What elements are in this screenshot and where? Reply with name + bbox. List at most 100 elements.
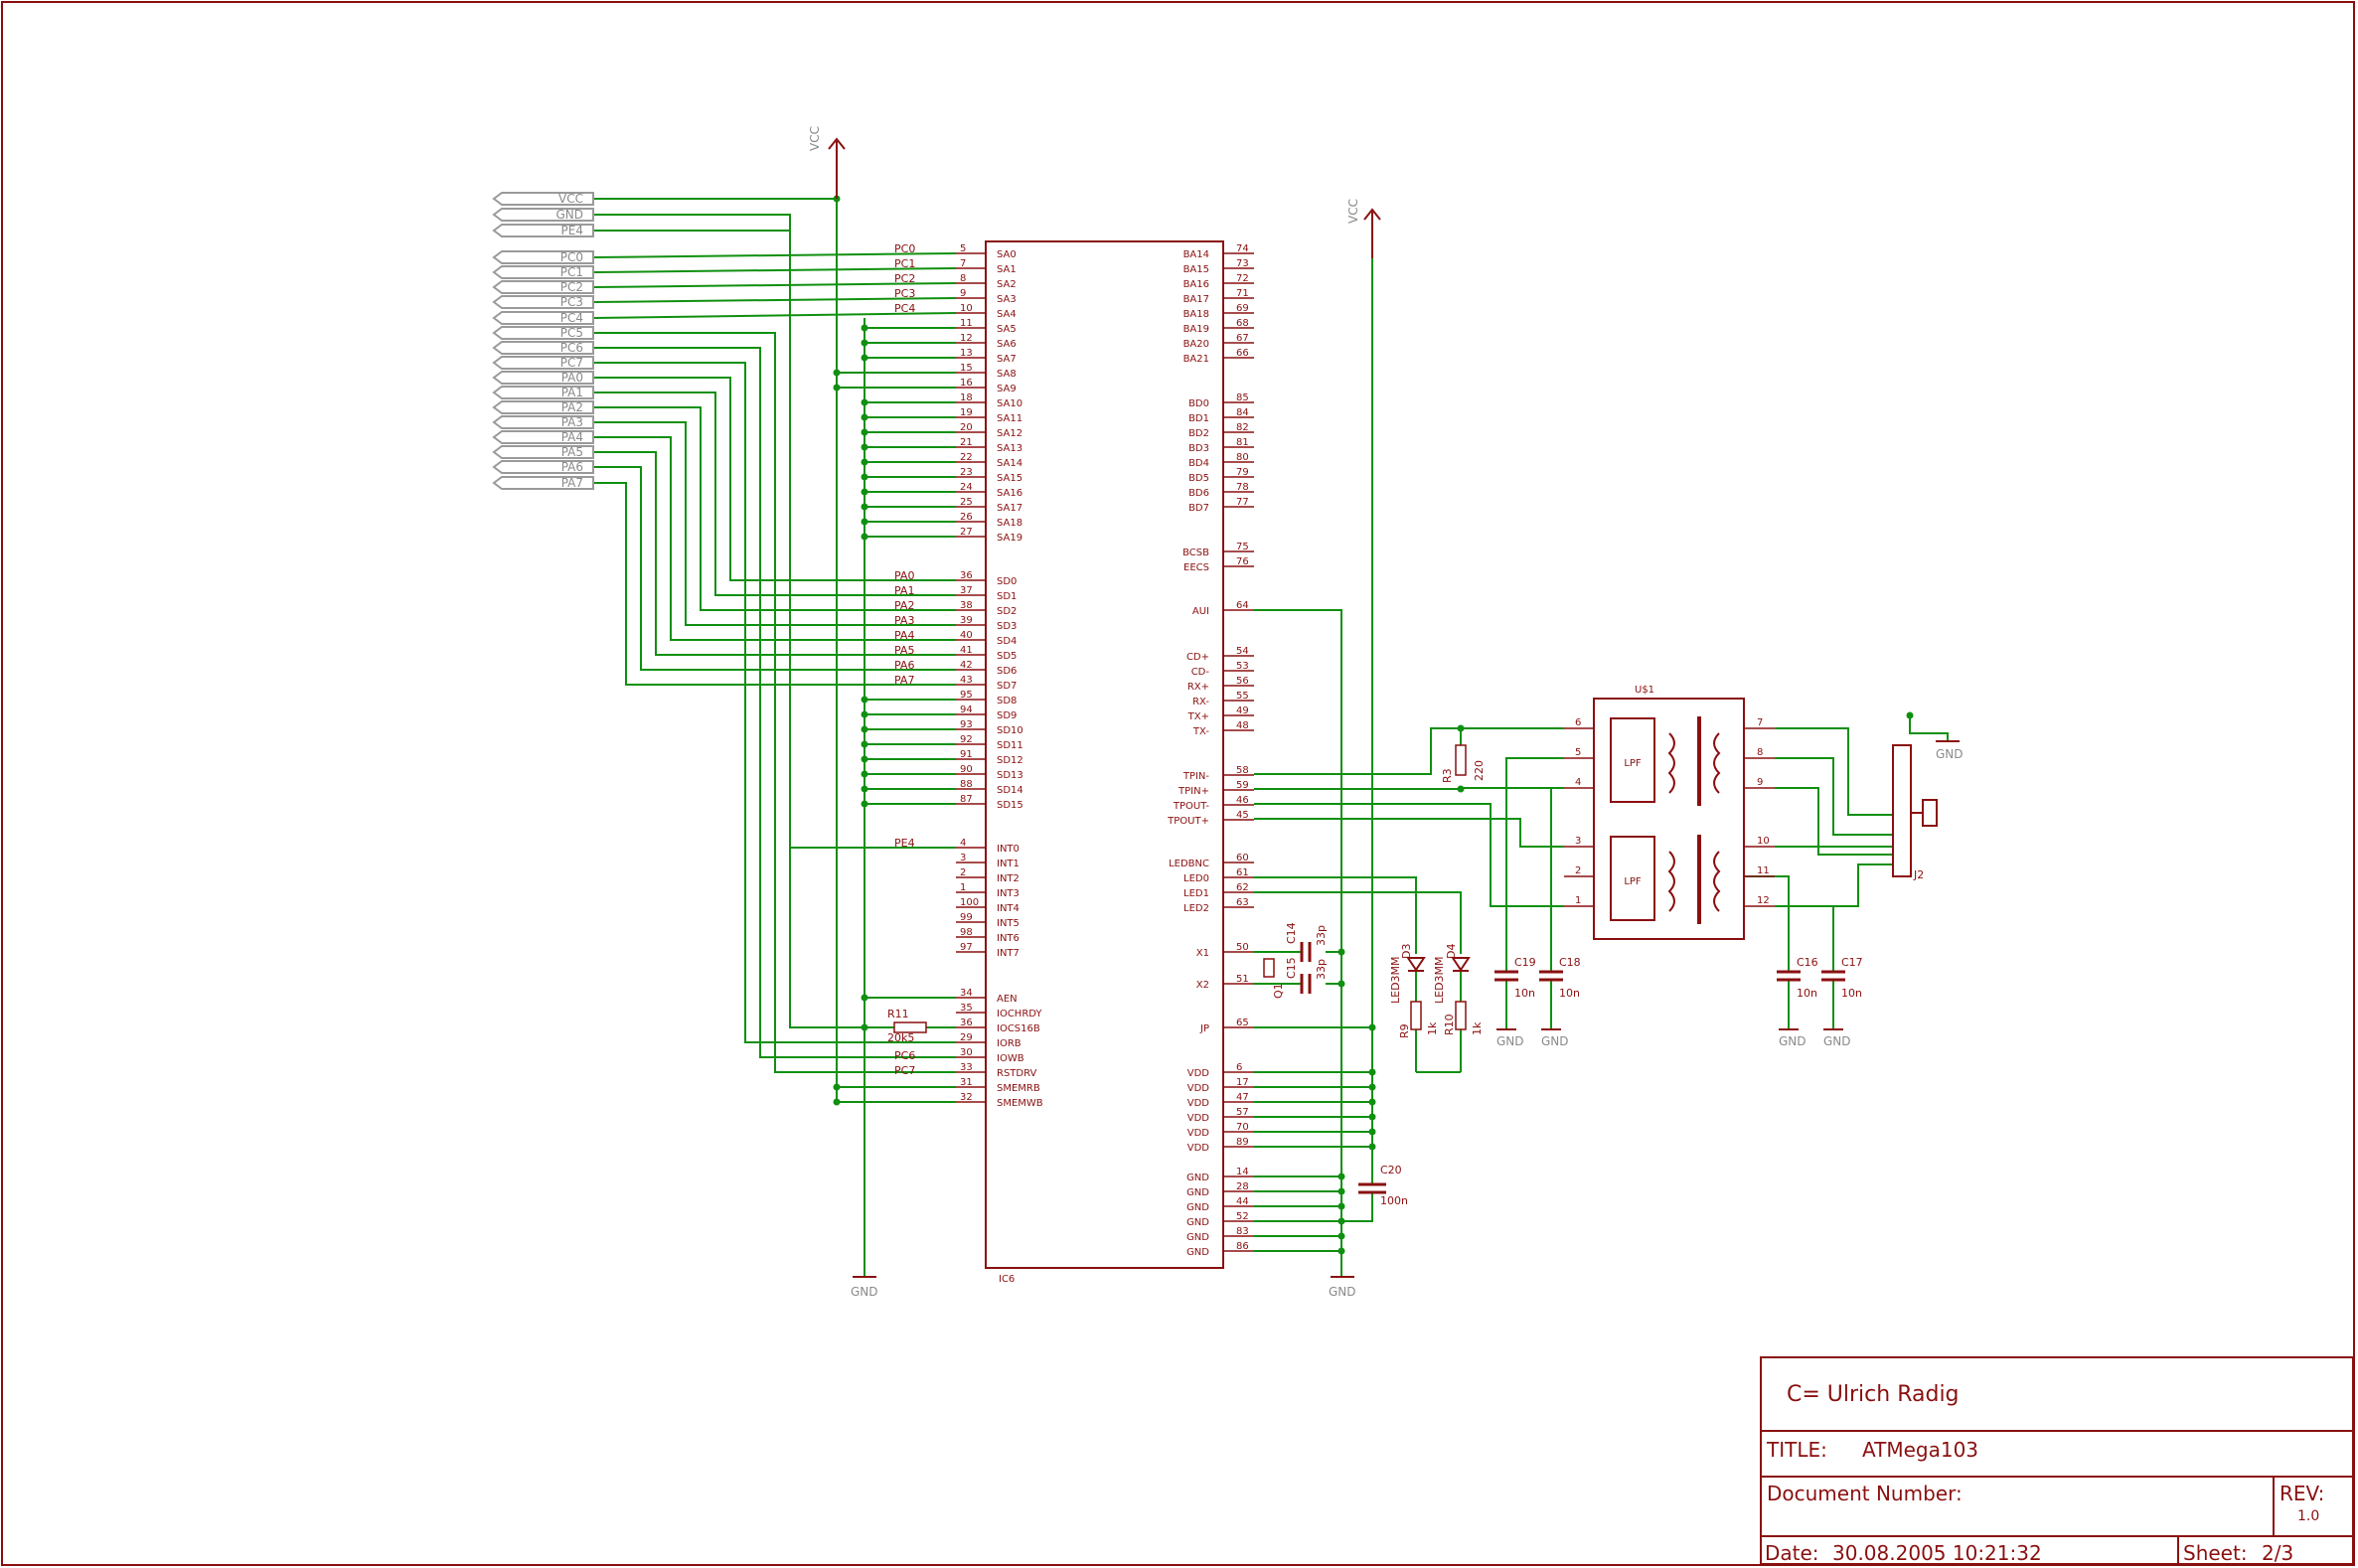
ic6-pin-name: SD9 (997, 710, 1017, 721)
ic6-pin-name: SD10 (997, 725, 1023, 736)
ic6-net-label: PA4 (894, 629, 914, 642)
wire (1505, 757, 1564, 972)
ic6-pin-name: BD1 (1188, 413, 1209, 424)
ic6-pin-name: SA13 (997, 443, 1022, 454)
wire (593, 436, 956, 641)
port-label: PC4 (560, 311, 583, 325)
ic6-pin-name: SA16 (997, 488, 1022, 499)
ic6-pin-number: 79 (1236, 467, 1249, 478)
j2-label: J2 (1913, 868, 1924, 881)
ic6-pin-number: 41 (960, 645, 973, 656)
ic6-pin-name: BA14 (1183, 249, 1209, 260)
ic6-pin-number: 33 (960, 1062, 973, 1073)
ic6-pin-name: SD0 (997, 576, 1017, 587)
port-flag (492, 208, 594, 222)
port-label: PA6 (561, 460, 583, 474)
revision-label: REV: (2279, 1482, 2324, 1505)
ic6-pin-name: GND (1186, 1217, 1209, 1228)
ic6-pin-name: GND (1186, 1187, 1209, 1198)
d3-label: D3 (1400, 944, 1413, 959)
title-block: C= Ulrich Radig TITLE: ATMega103 Documen… (1760, 1356, 2354, 1565)
ic6-pin-name: BD6 (1188, 488, 1209, 499)
ic6-pin-number: 98 (960, 927, 973, 938)
wire (592, 312, 957, 319)
ic6-pin-name: TPIN+ (1178, 786, 1209, 797)
wire (593, 421, 956, 626)
ic6-pin-number: 6 (1236, 1062, 1242, 1073)
port-flag (492, 192, 594, 206)
port-label: PA3 (561, 415, 583, 429)
title-value: ATMega103 (1862, 1438, 1978, 1462)
ic6-pin-number: 16 (960, 378, 973, 389)
wire (593, 347, 956, 1058)
junction-dot (1337, 1187, 1345, 1195)
ic6-pin-number: 87 (960, 794, 973, 805)
ic6-pin-number: 24 (960, 482, 973, 493)
c16-value: 10n (1797, 987, 1817, 1000)
ic6-pin-name: RX+ (1187, 682, 1209, 693)
ic6-pin-number: 25 (960, 497, 973, 508)
ic6-pin-number: 31 (960, 1077, 973, 1088)
r11-label: R11 (887, 1008, 909, 1020)
ic6-pin-name: X1 (1196, 948, 1209, 959)
wire (593, 377, 956, 581)
junction-dot (1337, 1173, 1345, 1180)
junction-dot (1368, 1023, 1376, 1031)
lpf-label: LPF (1624, 758, 1642, 769)
ic6-pin-name: BA19 (1183, 324, 1209, 335)
j2-jack (1922, 799, 1938, 827)
port-flag (492, 356, 594, 370)
ic6-pin-name: LED2 (1183, 903, 1209, 914)
copyright-text: C= Ulrich Radig (1787, 1382, 1960, 1407)
u1-pin-number: 11 (1757, 865, 1770, 876)
ic6-pin-number: 40 (960, 630, 973, 641)
ic6-pin-number: 21 (960, 437, 973, 448)
ic6-pin-name: SD12 (997, 755, 1023, 766)
u1-pin-number: 5 (1575, 747, 1581, 758)
junction-dot (861, 725, 868, 733)
ic6-pin-number: 72 (1236, 273, 1249, 284)
port-label: PA7 (561, 476, 583, 490)
u1-pin-number: 3 (1575, 836, 1581, 847)
c18-label: C18 (1559, 956, 1581, 969)
ic6-pin-name: SA9 (997, 384, 1017, 394)
ic6-pin-name: BA17 (1183, 294, 1209, 305)
ic6-pin-name: LED1 (1183, 888, 1209, 899)
junction-dot (861, 518, 868, 526)
ic6-pin-number: 35 (960, 1003, 973, 1014)
port-flag (492, 460, 594, 474)
ic6-pin-number: 3 (960, 853, 966, 863)
junction-dot (861, 994, 868, 1002)
wire (593, 198, 838, 1102)
ic6-pin-number: 94 (960, 705, 973, 715)
ic6-body (985, 240, 1224, 1269)
ic6-pin-number: 19 (960, 407, 973, 418)
ic6-pin-number: 100 (960, 897, 979, 908)
ic6-pin-name: TPOUT- (1173, 801, 1210, 812)
ic6-pin-number: 70 (1236, 1122, 1249, 1133)
ic6-pin-name: BA15 (1183, 264, 1209, 275)
gnd-label-ic-left: GND (851, 1285, 878, 1299)
junction-dot (1906, 711, 1914, 719)
ic6-pin-number: 95 (960, 690, 973, 701)
ic6-pin-name: TPIN- (1182, 771, 1210, 782)
ic6-pin-number: 30 (960, 1047, 973, 1058)
ic6-pin-number: 64 (1236, 600, 1249, 611)
d4-led (1451, 957, 1471, 972)
u1-pin-number: 4 (1575, 777, 1581, 788)
ic6-pin-number: 84 (1236, 407, 1249, 418)
ic6-pin-name: INT3 (997, 888, 1020, 899)
ic6-pin-name: SD11 (997, 740, 1023, 751)
ic6-pin-name: SA0 (997, 249, 1017, 260)
r3-body (1455, 744, 1467, 776)
ic6-pin-name: SD5 (997, 651, 1017, 662)
junction-dot (861, 800, 868, 808)
ic6-pin-name: TX- (1192, 726, 1209, 737)
pc7-label: PC7 (894, 1064, 915, 1077)
q1-crystal (1263, 958, 1275, 978)
ic6-pin-number: 57 (1236, 1107, 1249, 1118)
ic6-pin-name: TX+ (1187, 711, 1209, 722)
r9-body (1410, 1001, 1422, 1030)
gnd-label-ic-right: GND (1329, 1285, 1356, 1299)
ic6-pin-number: 7 (960, 258, 966, 269)
